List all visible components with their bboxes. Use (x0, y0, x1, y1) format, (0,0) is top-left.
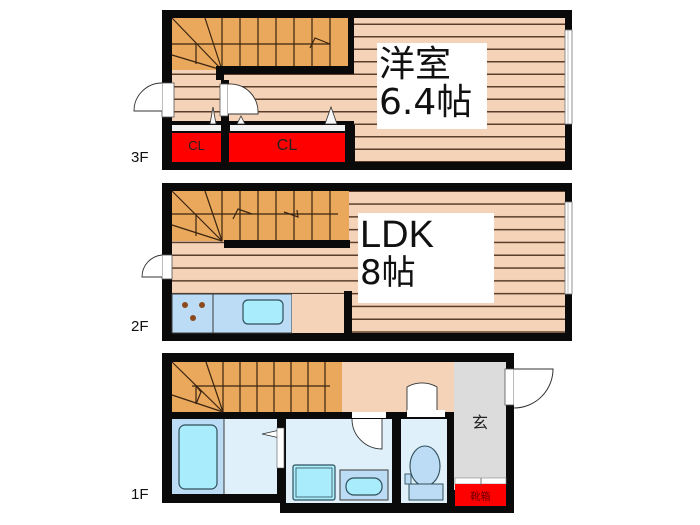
entrance-genkan (454, 362, 507, 506)
closets-3f (170, 80, 355, 162)
toilet-room (401, 382, 447, 503)
closet-small-label: CL (188, 138, 205, 153)
room-western-name: 洋室 (379, 44, 452, 85)
closet-large-label: CL (276, 137, 298, 154)
window-3f (564, 29, 573, 125)
floor-3f (133, 10, 573, 170)
room-western-size: 6.4帖 (379, 81, 473, 123)
stairs-3f (171, 17, 354, 80)
floor-2f (141, 183, 573, 341)
room-ldk-size: 8帖 (360, 252, 416, 293)
shoe-cabinet-label: 靴箱 (470, 492, 491, 503)
door-3f-exterior (133, 82, 175, 118)
door-3f-interior (219, 83, 259, 117)
stairs-2f (171, 190, 350, 248)
front-door (504, 368, 554, 409)
kitchen-counter (171, 291, 352, 334)
floor-1f (162, 353, 554, 513)
door-2f (141, 254, 173, 280)
room-ldk-name: LDK (360, 214, 434, 256)
room-ldk: LDK 8帖 (360, 214, 434, 293)
room-western: 洋室 6.4帖 (379, 44, 473, 123)
floor-label-3f: 3F (131, 149, 149, 166)
window-2f (564, 201, 573, 295)
washroom (286, 412, 392, 503)
floor-label-2f: 2F (131, 318, 149, 335)
floor-label-1f: 1F (131, 486, 149, 503)
bathroom (172, 419, 285, 494)
entrance-label: 玄 (471, 413, 488, 432)
